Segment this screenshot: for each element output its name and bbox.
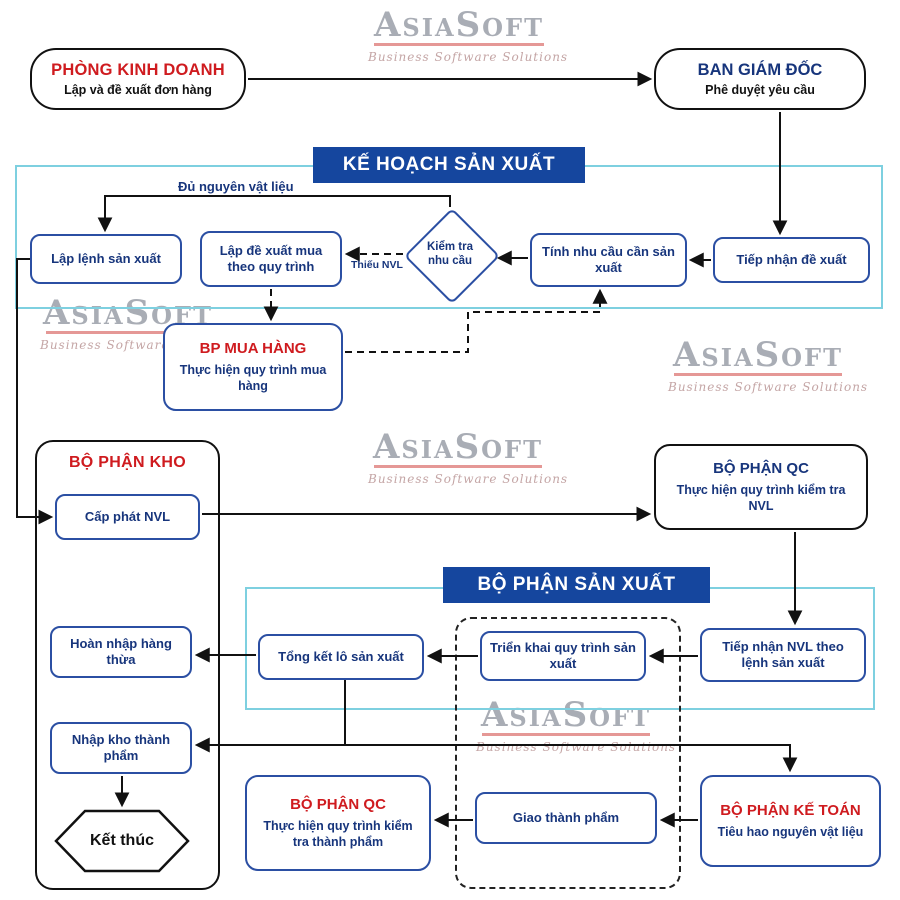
sales-dept-subtitle: Lập và đề xuất đơn hàng bbox=[64, 82, 212, 97]
node-qc-materials: BỘ PHẬN QC Thực hiện quy trình kiểm tra … bbox=[654, 444, 868, 530]
production-dashed-region bbox=[455, 617, 681, 889]
sales-dept-title: PHÒNG KINH DOANH bbox=[51, 60, 225, 79]
receive-materials-label: Tiếp nhận NVL theo lệnh sản xuất bbox=[722, 638, 844, 670]
arrow-order-to-issue bbox=[16, 258, 54, 525]
check-demand-label: Kiểm tra nhu cầu bbox=[426, 240, 474, 267]
planning-header: KẾ HOẠCH SẢN XUẤT bbox=[313, 147, 585, 183]
node-deploy-process: Triển khai quy trình sản xuất bbox=[480, 631, 646, 681]
label-enough-materials: Đủ nguyên vật liệu bbox=[178, 179, 294, 194]
node-return-surplus: Hoàn nhập hàng thừa bbox=[50, 626, 192, 678]
node-calc-demand: Tính nhu cầu cần sản xuất bbox=[530, 233, 687, 287]
warehouse-title: BỘ PHẬN KHO bbox=[68, 454, 187, 471]
node-purchasing-dept: BP MUA HÀNG Thực hiện quy trình mua hàng bbox=[163, 323, 343, 411]
node-accounting: BỘ PHẬN KẾ TOÁN Tiêu hao nguyên vật liệu bbox=[700, 775, 881, 867]
node-qc-finished: BỘ PHẬN QC Thực hiện quy trình kiểm tra … bbox=[245, 775, 431, 871]
receive-proposal-label: Tiếp nhận đề xuất bbox=[736, 251, 847, 267]
calc-demand-label: Tính nhu cầu cần sản xuất bbox=[542, 243, 675, 275]
board-subtitle: Phê duyệt yêu cầu bbox=[705, 82, 815, 97]
deliver-finished-label: Giao thành phẩm bbox=[512, 809, 620, 825]
node-end: Kết thúc bbox=[53, 808, 191, 874]
node-batch-summary: Tổng kết lô sản xuất bbox=[258, 634, 424, 680]
node-purchase-request: Lập đề xuất mua theo quy trình bbox=[200, 231, 342, 287]
qc-materials-subtitle: Thực hiện quy trình kiểm tra NVL bbox=[676, 482, 846, 513]
arrow-purchasing-to-calc bbox=[345, 288, 608, 353]
deploy-process-label: Triển khai quy trình sản xuất bbox=[490, 639, 636, 671]
accounting-title: BỘ PHẬN KẾ TOÁN bbox=[720, 802, 861, 819]
qc-finished-subtitle: Thực hiện quy trình kiểm tra thành phẩm bbox=[263, 818, 413, 849]
node-sales-dept: PHÒNG KINH DOANH Lập và đề xuất đơn hàng bbox=[30, 48, 246, 110]
arrow-to-accounting bbox=[345, 744, 798, 773]
production-header: BỘ PHẬN SẢN XUẤT bbox=[443, 567, 710, 603]
node-production-order: Lập lệnh sản xuất bbox=[30, 234, 182, 284]
arrow-enough-materials bbox=[97, 195, 451, 233]
node-check-demand: Kiểm tra nhu cầu bbox=[403, 207, 501, 305]
end-label: Kết thúc bbox=[90, 832, 154, 849]
node-deliver-finished: Giao thành phẩm bbox=[475, 792, 657, 844]
label-lack-materials: Thiếu NVL bbox=[351, 259, 403, 271]
node-receive-materials: Tiếp nhận NVL theo lệnh sản xuất bbox=[700, 628, 866, 682]
purchasing-title: BP MUA HÀNG bbox=[199, 339, 307, 357]
issue-materials-label: Cấp phát NVL bbox=[84, 508, 171, 524]
node-issue-materials: Cấp phát NVL bbox=[55, 494, 200, 540]
board-title: BAN GIÁM ĐỐC bbox=[697, 60, 823, 79]
receive-finished-label: Nhập kho thành phẩm bbox=[71, 731, 171, 763]
node-receive-finished: Nhập kho thành phẩm bbox=[50, 722, 192, 774]
purchasing-subtitle: Thực hiện quy trình mua hàng bbox=[179, 362, 327, 393]
end-hexagon-shape bbox=[54, 809, 190, 873]
node-receive-proposal: Tiếp nhận đề xuất bbox=[713, 237, 870, 283]
purchase-request-label: Lập đề xuất mua theo quy trình bbox=[219, 242, 323, 274]
accounting-subtitle: Tiêu hao nguyên vật liệu bbox=[717, 824, 864, 839]
production-order-label: Lập lệnh sản xuất bbox=[51, 250, 161, 266]
node-board-directors: BAN GIÁM ĐỐC Phê duyệt yêu cầu bbox=[654, 48, 866, 110]
return-surplus-label: Hoàn nhập hàng thừa bbox=[70, 635, 172, 667]
batch-summary-label: Tổng kết lô sản xuất bbox=[278, 648, 404, 664]
qc-materials-title: BỘ PHẬN QC bbox=[713, 459, 809, 477]
qc-finished-title: BỘ PHẬN QC bbox=[290, 795, 386, 813]
